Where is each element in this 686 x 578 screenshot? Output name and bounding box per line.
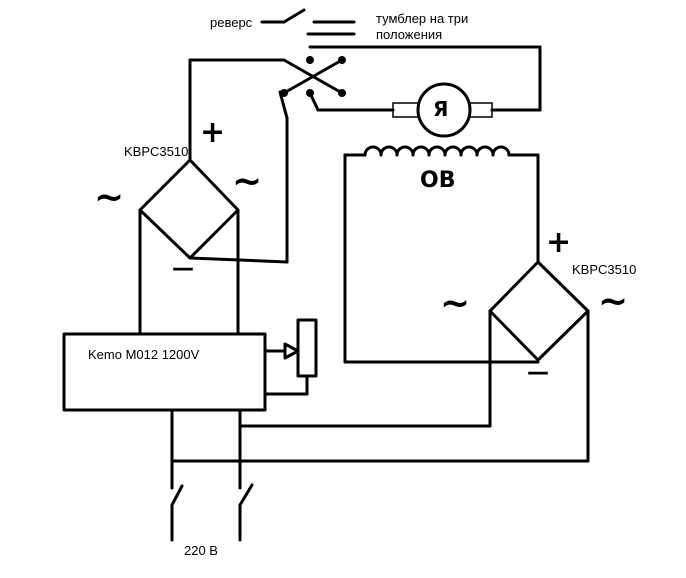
bridge-left-plus: +	[200, 115, 226, 150]
mains-wiring	[170, 408, 590, 542]
bridge-right-minus: —	[527, 360, 549, 385]
bridge-left-minus: —	[172, 256, 194, 281]
mains-label: 220 В	[184, 543, 218, 558]
motor-armature-label: Я	[433, 97, 449, 121]
bridge-rectifier-left	[138, 58, 289, 336]
bridge-rectifier-right	[488, 260, 590, 463]
field-winding	[343, 145, 540, 364]
reverse-label: реверс	[210, 15, 253, 30]
toggle-label-line2: положения	[376, 27, 443, 42]
controller-label: Kemo M012 1200V	[88, 347, 200, 362]
bridge-right-label: KBPC3510	[572, 262, 637, 277]
controller-kemo	[62, 318, 318, 412]
reverse-switch-legend	[260, 8, 356, 36]
motor-armature	[308, 45, 542, 138]
ac-symbol-left-1: ~	[94, 177, 125, 218]
field-winding-label: ОВ	[420, 168, 456, 193]
ac-symbol-right-1: ~	[440, 283, 471, 324]
toggle-label-line1: тумблер на три	[376, 11, 469, 26]
bridge-left-label: KBPC3510	[124, 144, 189, 159]
reversing-toggle-switch	[188, 45, 542, 120]
bridge-right-plus: +	[546, 225, 572, 260]
ac-symbol-left-2: ~	[232, 161, 263, 202]
ac-symbol-right-2: ~	[598, 281, 629, 322]
